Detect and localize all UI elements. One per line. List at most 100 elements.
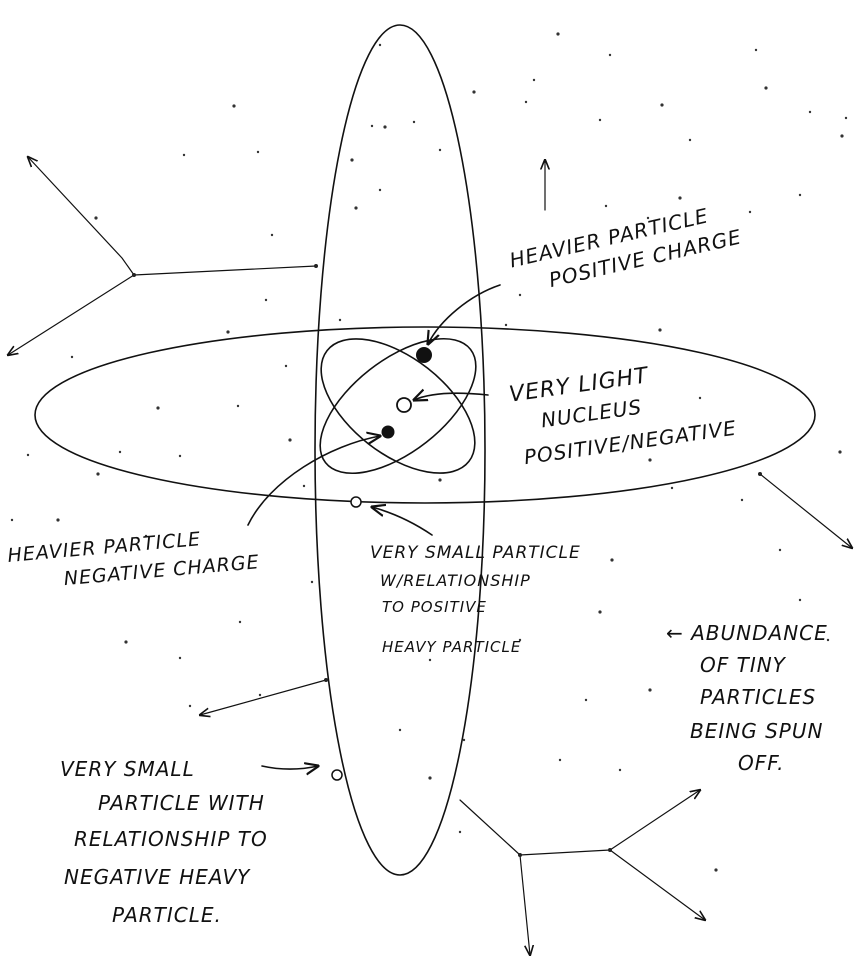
tiny-particle	[339, 319, 341, 321]
tiny-particle	[183, 154, 185, 156]
tiny-particle	[156, 406, 159, 409]
tiny-particle	[599, 119, 601, 121]
tiny-particle	[609, 54, 611, 56]
tiny-particle	[799, 194, 801, 196]
tiny-particle	[845, 117, 847, 119]
tiny-particle	[413, 121, 415, 123]
tiny-particle	[689, 139, 691, 141]
tiny-particle	[303, 485, 305, 487]
tiny-particle	[438, 478, 441, 481]
tiny-particle	[619, 769, 621, 771]
label-small-positive: VERY SMALL PARTICLE W/RELATIONSHIP TO PO…	[370, 543, 581, 656]
tiny-particle	[379, 44, 381, 46]
tiny-particle	[559, 759, 561, 761]
label-small-negative: VERY SMALL PARTICLE WITH RELATIONSHIP TO…	[60, 757, 268, 927]
tiny-particle	[699, 397, 701, 399]
tiny-particle	[840, 134, 843, 137]
tiny-particle	[519, 294, 521, 296]
label-line: PARTICLE.	[112, 903, 222, 927]
tiny-particle	[265, 299, 267, 301]
tiny-particle	[56, 518, 59, 521]
label-line: ← ABUNDANCE	[666, 621, 828, 645]
small-positive-particle	[351, 497, 361, 507]
label-line: PARTICLES	[700, 685, 816, 709]
trail-right	[758, 472, 852, 548]
tiny-particle	[257, 151, 259, 153]
tiny-particle	[678, 196, 681, 199]
tiny-particles	[11, 32, 847, 871]
tiny-particle	[288, 438, 291, 441]
tiny-particle	[755, 49, 757, 51]
tiny-particle	[119, 451, 121, 453]
tiny-particle	[429, 659, 431, 661]
tiny-particle	[285, 365, 287, 367]
tiny-particle	[27, 454, 29, 456]
tiny-particle	[838, 450, 841, 453]
tiny-particle	[556, 32, 559, 35]
heavy-negative-particle	[382, 426, 395, 439]
tiny-particle	[271, 234, 273, 236]
tiny-particle	[648, 458, 651, 461]
label-heavy-positive: HEAVIER PARTICLE POSITIVE CHARGE	[507, 197, 744, 300]
trail-bottom-branch	[460, 790, 705, 955]
tiny-particle	[714, 868, 717, 871]
tiny-particle	[232, 104, 235, 107]
label-line: OF TINY	[700, 653, 787, 677]
tiny-particle	[124, 640, 127, 643]
tiny-particle	[371, 125, 373, 127]
tiny-particle	[671, 487, 673, 489]
tiny-particle	[189, 705, 191, 707]
tiny-particle	[226, 330, 229, 333]
heavy-positive-particle	[416, 347, 432, 363]
tiny-particle	[71, 356, 73, 358]
tiny-particle	[383, 125, 386, 128]
label-line: BEING SPUN	[690, 719, 823, 743]
light-nucleus	[397, 398, 411, 412]
pointer-heavy-negative	[248, 436, 380, 525]
tiny-particle	[399, 729, 401, 731]
label-line: VERY SMALL	[60, 757, 195, 781]
pointer-small-negative	[262, 766, 318, 769]
tiny-particle	[354, 206, 357, 209]
tiny-particle	[179, 455, 181, 457]
tiny-particle	[605, 205, 607, 207]
tiny-particle	[239, 621, 241, 623]
tiny-particle	[311, 581, 313, 583]
label-line: NEGATIVE HEAVY	[64, 865, 251, 889]
label-line: OFF.	[738, 751, 785, 775]
tiny-particle	[533, 79, 535, 81]
tiny-particle	[741, 499, 743, 501]
small-negative-particle	[332, 770, 342, 780]
tiny-particle	[658, 328, 661, 331]
tiny-particle	[379, 189, 381, 191]
label-line: VERY SMALL PARTICLE	[370, 543, 581, 563]
label-line: RELATIONSHIP TO	[74, 827, 268, 851]
label-light-nucleus: VERY LIGHT NUCLEUS POSITIVE/NEGATIVE	[508, 352, 738, 470]
trail-upper-left	[8, 157, 318, 355]
tiny-particle	[350, 158, 353, 161]
tiny-particle	[428, 776, 431, 779]
label-line: HEAVY PARTICLE	[382, 638, 521, 656]
tiny-particle	[525, 101, 527, 103]
label-line: TO POSITIVE	[382, 598, 487, 616]
tiny-particle	[459, 831, 461, 833]
tiny-particle	[809, 111, 811, 113]
tiny-particle	[764, 86, 767, 89]
tiny-particle	[610, 558, 613, 561]
tiny-particle	[779, 549, 781, 551]
tiny-particle	[585, 699, 587, 701]
tiny-particle	[179, 657, 181, 659]
tiny-particle	[439, 149, 441, 151]
label-line: PARTICLE WITH	[98, 791, 265, 815]
label-line: W/RELATIONSHIP	[380, 571, 531, 590]
tiny-particle	[11, 519, 13, 521]
vertical-orbit	[315, 25, 485, 875]
pointer-small-positive	[372, 507, 432, 535]
pointer-heavy-positive	[428, 285, 500, 344]
tiny-particle	[660, 103, 663, 106]
tiny-particle	[259, 694, 261, 696]
pointer-light-nucleus	[414, 393, 488, 400]
tiny-particle	[463, 739, 465, 741]
trail-lower-left	[200, 678, 328, 715]
